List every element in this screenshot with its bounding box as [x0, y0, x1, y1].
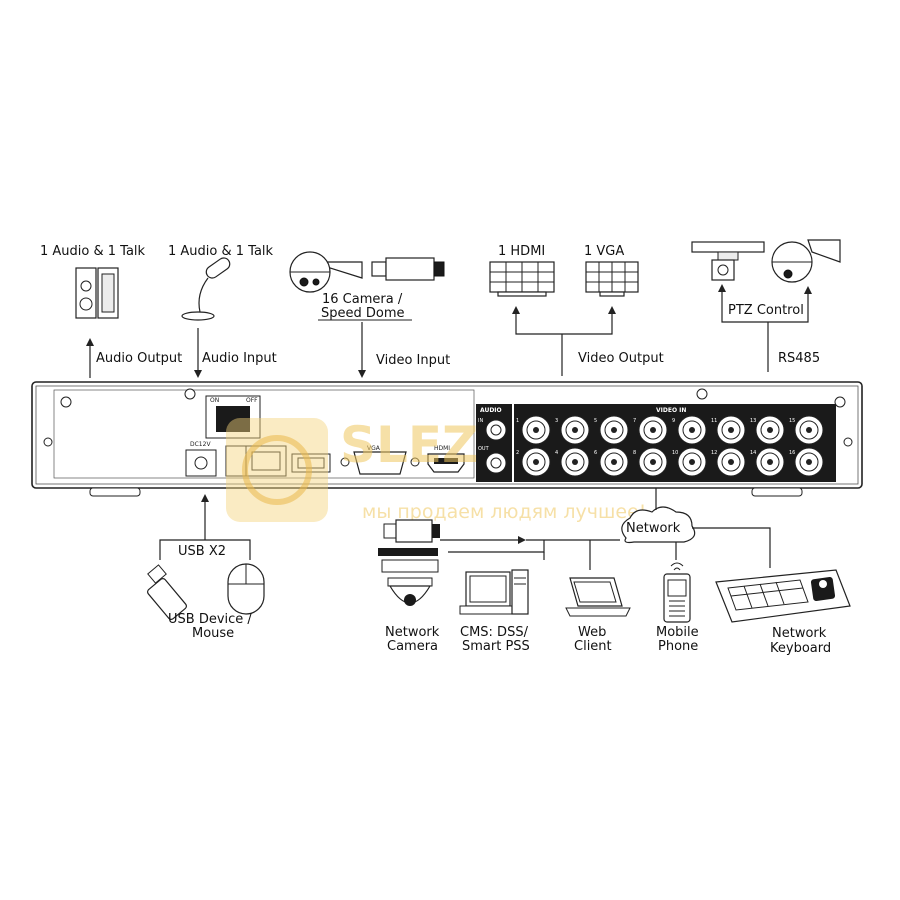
- bnc-connector-pin: [611, 427, 617, 433]
- laptop-icon: [565, 577, 631, 617]
- vga-top-label: 1 VGA: [584, 244, 624, 259]
- bnc-connector-pin: [650, 427, 656, 433]
- mobile-phone-icon: [663, 562, 691, 623]
- panel-video-in-label: VIDEO IN: [656, 407, 686, 414]
- usb-stick-icon: [146, 564, 188, 620]
- bnc-number-label: 14: [750, 450, 756, 456]
- network-keyboard-label-line2: Keyboard: [770, 641, 831, 656]
- network-camera-label-line1: Network: [385, 625, 440, 640]
- bnc-connector-pin: [728, 459, 734, 465]
- usb-x2-label: USB X2: [178, 544, 226, 559]
- bnc-connector-pin: [767, 427, 773, 433]
- camera-label-line2: Speed Dome: [321, 306, 405, 321]
- mobile-phone-label-line2: Phone: [658, 639, 698, 654]
- network-keyboard-label-line1: Network: [772, 626, 827, 641]
- bnc-number-label: 12: [711, 450, 717, 456]
- power-off-label: OFF: [246, 397, 258, 404]
- watermark: SLEZ мы продаем людям лучшее!: [226, 416, 646, 523]
- network-keyboard-icon: [715, 569, 851, 623]
- bnc-number-label: 7: [633, 418, 636, 424]
- bnc-connector-pin: [689, 459, 695, 465]
- ptz-control-label: PTZ Control: [728, 303, 804, 318]
- network-camera-icon: [378, 519, 440, 606]
- bnc-number-label: 9: [672, 418, 675, 424]
- audio-talk-label-left: 1 Audio & 1 Talk: [40, 244, 146, 259]
- bnc-number-label: 11: [711, 418, 717, 424]
- hdmi-label: 1 HDMI: [498, 244, 545, 259]
- bnc-connector-pin: [767, 459, 773, 465]
- watermark-brand: SLEZ: [340, 416, 478, 474]
- web-client-label-line2: Client: [574, 639, 612, 654]
- web-client-label-line1: Web: [578, 625, 606, 640]
- bnc-number-label: 10: [672, 450, 678, 456]
- audio-talk-label-right: 1 Audio & 1 Talk: [168, 244, 274, 259]
- audio-output-label: Audio Output: [96, 351, 182, 366]
- bnc-number-label: 8: [633, 450, 636, 456]
- network-label: Network: [626, 521, 681, 536]
- panel-hdmi-label: HDMI: [434, 445, 450, 452]
- ptz-dome-icon: [771, 239, 841, 283]
- audio-input-label: Audio Input: [202, 351, 277, 366]
- bnc-connector-pin: [650, 459, 656, 465]
- power-switch: ON OFF: [205, 395, 261, 439]
- box-camera-icon: [371, 257, 445, 281]
- bnc-connector-pin: [611, 459, 617, 465]
- power-on-label: ON: [210, 397, 219, 404]
- bnc-connector-pin: [572, 459, 578, 465]
- hdmi-monitor-icon: [489, 261, 555, 297]
- bnc-number-label: 16: [789, 450, 795, 456]
- mobile-phone-label-line1: Mobile: [656, 625, 699, 640]
- dc-power-jack: DC12V: [185, 441, 217, 477]
- bnc-connector-pin: [572, 427, 578, 433]
- camera-label-line1: 16 Camera /: [322, 292, 403, 307]
- video-input-label: Video Input: [376, 353, 450, 368]
- bnc-connector-pin: [806, 427, 812, 433]
- bnc-number-label: 4: [555, 450, 558, 456]
- bnc-number-label: 2: [516, 450, 519, 456]
- network-cloud-icon: [621, 506, 696, 544]
- speed-dome-camera-icon: [289, 251, 363, 293]
- bnc-connector-pin: [806, 459, 812, 465]
- vga-port: VGA: [340, 445, 420, 475]
- panel-audio-in-label: IN: [478, 418, 483, 424]
- microphone-icon: [181, 257, 231, 321]
- cms-label-line2: Smart PSS: [462, 639, 530, 654]
- usb-device-label-line2: Mouse: [192, 626, 234, 641]
- mouse-icon: [227, 563, 265, 615]
- bnc-connector-pin: [689, 427, 695, 433]
- bnc-number-label: 5: [594, 418, 597, 424]
- bnc-connector-pin: [533, 459, 539, 465]
- video-output-label: Video Output: [578, 351, 664, 366]
- bnc-connector-pin: [533, 427, 539, 433]
- panel-audio-out-label: OUT: [478, 446, 490, 452]
- bnc-number-label: 3: [555, 418, 558, 424]
- network-camera-label-line2: Camera: [387, 639, 438, 654]
- vga-monitor-icon: [585, 261, 639, 297]
- cms-pc-icon: [459, 569, 529, 615]
- audio-ports: AUDIO IN OUT: [476, 404, 512, 482]
- rs485-label: RS485: [778, 351, 820, 366]
- bnc-number-label: 13: [750, 418, 756, 424]
- dc-label: DC12V: [190, 441, 211, 448]
- usb-device-label-line1: USB Device /: [168, 612, 252, 627]
- panel-audio-label: AUDIO: [480, 407, 502, 414]
- watermark-slogan: мы продаем людям лучшее!: [362, 501, 646, 523]
- bnc-number-label: 15: [789, 418, 795, 424]
- hdmi-port: HDMI: [427, 445, 465, 473]
- speakers-icon: [75, 267, 119, 319]
- panel-vga-label: VGA: [367, 445, 381, 452]
- bnc-number-label: 1: [516, 418, 519, 424]
- cms-label-line1: CMS: DSS/: [460, 625, 529, 640]
- bnc-connector-pin: [728, 427, 734, 433]
- bnc-number-label: 6: [594, 450, 597, 456]
- ptz-mount-icon: [691, 241, 765, 281]
